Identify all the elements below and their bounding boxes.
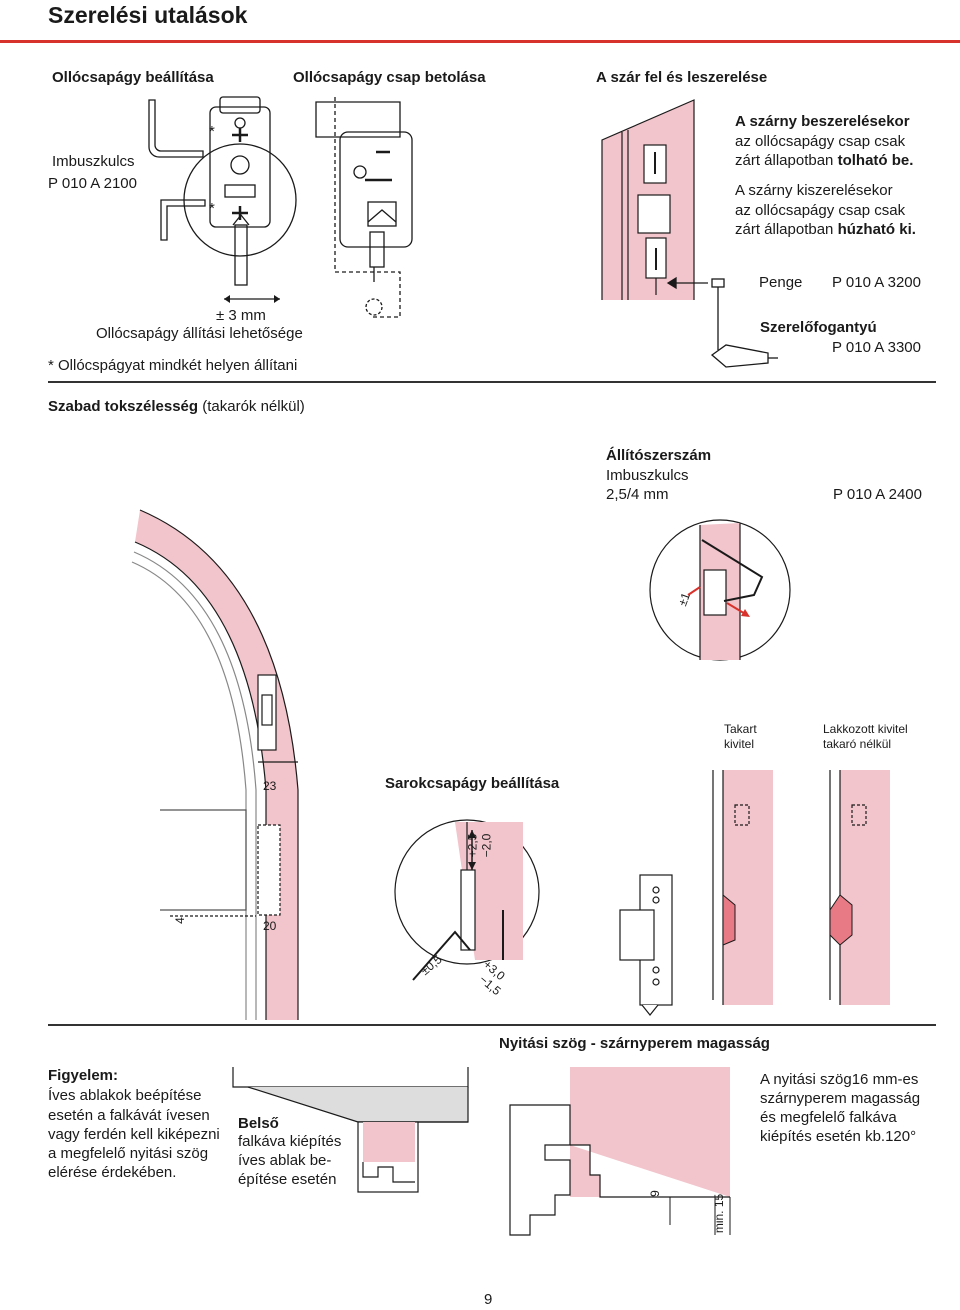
- page-number: 9: [484, 1291, 493, 1308]
- inner-reveal-line: íves ablak be-: [238, 1152, 332, 1169]
- remove-line1: A szárny kiszerelésekor: [735, 182, 893, 199]
- install-line3: zárt állapotban tolható be.: [735, 152, 914, 169]
- section-rule: [48, 1024, 936, 1026]
- adjust-vertical-plus: +2,5: [465, 833, 480, 858]
- corner-bearing-heading: Sarokcsapágy beállítása: [385, 775, 560, 792]
- tool-code: P 010 A 2400: [833, 486, 922, 503]
- mounting-tool-drawing: [666, 276, 778, 368]
- handle-code: P 010 A 3300: [832, 339, 921, 356]
- heading-pin-insert: Ollócsapágy csap betolása: [293, 69, 486, 86]
- frame-width-heading: Szabad tokszélesség (takarók nélkül): [48, 398, 305, 415]
- blade-code: P 010 A 3200: [832, 274, 921, 291]
- footnote: * Ollócspágyat mindkét helyen állítani: [48, 357, 298, 374]
- sash-profile-drawing: [509, 1067, 731, 1236]
- title-rule: [0, 40, 960, 43]
- install-line2: az ollócsapágy csap csak: [735, 133, 906, 150]
- lacquered-label-2: takaró nélkül: [823, 737, 892, 751]
- covered-label-1: Takart: [724, 722, 757, 736]
- remove-line2: az ollócsapágy csap csak: [735, 202, 906, 219]
- warning-line: a megfelelő nyitási szög: [48, 1145, 209, 1162]
- adjust-vertical-minus: −2,0: [479, 833, 494, 858]
- reveal-drawing: [232, 1067, 469, 1193]
- corner-bearing-drawing: [394, 819, 540, 981]
- allen-key-label: Imbuszkulcs: [52, 153, 135, 170]
- angle-note-line: A nyitási szög16 mm-es: [760, 1071, 919, 1088]
- blade-label: Penge: [759, 274, 803, 291]
- lacquered-profile-drawing: [829, 770, 890, 1005]
- dim-23: 23: [263, 779, 277, 793]
- tool-heading: Állítószerszám: [606, 447, 712, 464]
- warning-title: Figyelem:: [48, 1067, 119, 1084]
- allen-key-code: P 010 A 2100: [48, 175, 137, 192]
- heading-sash-mount: A szár fel és leszerelése: [596, 69, 768, 86]
- heading-scissor-adjust: Ollócsapágy beállítása: [52, 69, 214, 86]
- warning-line: esetén a falkávát ívesen: [48, 1107, 210, 1124]
- angle-note-line: kiépítés esetén kb.120°: [760, 1128, 917, 1145]
- inner-reveal-title: Belső: [238, 1115, 279, 1132]
- range-value: ± 3 mm: [216, 307, 266, 324]
- corner-bearing-part: [619, 874, 673, 1016]
- warning-line: vagy ferdén kell kiképezni: [48, 1126, 220, 1143]
- range-caption: Ollócsapágy állítási lehetősége: [96, 325, 303, 342]
- tool-size: 2,5/4 mm: [606, 486, 669, 503]
- sash-mount-drawing: [601, 99, 695, 300]
- dim-4: 4: [172, 917, 187, 924]
- dim-20: 20: [263, 919, 277, 933]
- tool-name: Imbuszkulcs: [606, 467, 689, 484]
- range-arrow: [224, 295, 280, 303]
- dim-min15: min. 15: [712, 1193, 727, 1234]
- opening-angle-heading: Nyitási szög - szárnyperem magasság: [499, 1035, 770, 1052]
- handle-label: Szerelőfogantyú: [760, 319, 877, 336]
- dim-9: 9: [647, 1190, 662, 1197]
- covered-label-2: kivitel: [724, 737, 755, 751]
- angle-note-line: és megfelelő falkáva: [760, 1109, 897, 1126]
- covered-profile-drawing: [712, 770, 773, 1005]
- page-title: Szerelési utalások: [48, 2, 248, 28]
- pin-insert-drawing: [315, 97, 413, 318]
- arched-frame-drawing: [131, 509, 299, 1020]
- install-line1: A szárny beszerelésekor: [735, 113, 910, 130]
- section-rule: [48, 381, 936, 383]
- warning-line: elérése érdekében.: [48, 1164, 177, 1181]
- lacquered-label-1: Lakkozott kivitel: [823, 722, 908, 736]
- warning-line: Íves ablakok beépítése: [48, 1087, 202, 1104]
- inner-reveal-line: építése esetén: [238, 1171, 337, 1188]
- scissor-bearing-drawing: [148, 96, 297, 286]
- allen-adjust-drawing: [649, 519, 791, 661]
- inner-reveal-line: falkáva kiépítés: [238, 1133, 342, 1150]
- remove-line3: zárt állapotban húzható ki.: [735, 221, 916, 238]
- angle-note-line: szárnyperem magasság: [760, 1090, 921, 1107]
- asterisk-mark: *: [209, 200, 215, 217]
- asterisk-mark: *: [209, 123, 215, 140]
